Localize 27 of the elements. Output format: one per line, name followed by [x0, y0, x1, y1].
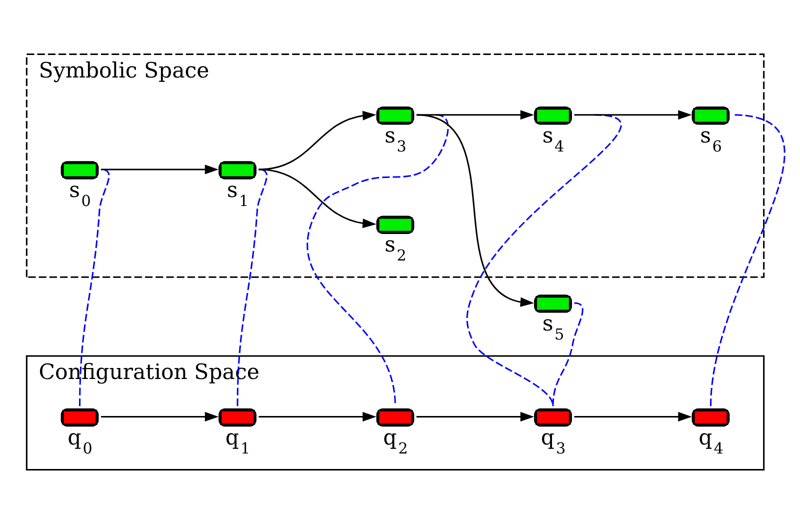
node-label: s$_{5}$ [542, 312, 564, 344]
node-label: s$_{6}$ [700, 123, 722, 156]
node-label: q$_{4}$ [698, 425, 724, 458]
node-label: s$_{4}$ [542, 123, 564, 156]
arrow [416, 114, 534, 307]
node-label: q$_{2}$ [383, 425, 408, 458]
connector [236, 168, 268, 406]
connector [79, 168, 110, 406]
connector [552, 302, 584, 406]
node-label: q$_{0}$ [68, 425, 92, 458]
arrow [416, 110, 534, 120]
node-label: q$_{1}$ [225, 425, 250, 458]
arrow [258, 110, 376, 170]
arrow [258, 168, 376, 228]
connector [710, 114, 785, 406]
arrow [574, 110, 692, 120]
arrow [101, 164, 219, 174]
arrow [574, 412, 692, 422]
arrow [101, 412, 219, 422]
node-label: q$_{3}$ [540, 425, 566, 458]
arrow [258, 412, 376, 422]
node-label: s$_{1}$ [226, 178, 249, 210]
node-label: s$_{3}$ [384, 123, 406, 156]
arrow [416, 412, 534, 422]
node-label: s$_{0}$ [69, 178, 91, 210]
connector [466, 114, 621, 406]
node-label: s$_{2}$ [384, 232, 406, 265]
